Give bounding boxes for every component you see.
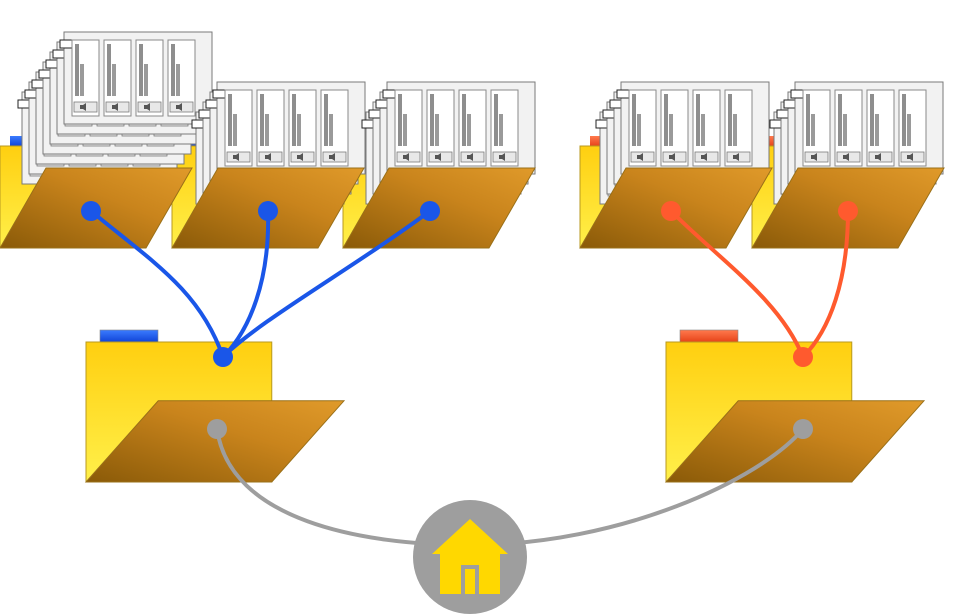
connector-line — [468, 427, 805, 547]
connector-dot — [207, 419, 227, 439]
audio-file-icon — [616, 81, 770, 175]
home-icon — [413, 500, 527, 614]
connector-dot — [793, 419, 813, 439]
audio-file-icon — [790, 81, 944, 175]
audio-file-icon — [212, 81, 366, 175]
connector-dot — [661, 201, 681, 221]
connector-line — [221, 209, 432, 359]
connector-line — [89, 209, 225, 359]
connector-line — [801, 209, 850, 359]
connector-dot — [838, 201, 858, 221]
audio-file-icon — [59, 31, 213, 125]
connector-dot — [258, 201, 278, 221]
connector-dot — [793, 347, 813, 367]
connector-line — [669, 209, 805, 359]
group-folder-red — [664, 329, 926, 483]
group-folder-blue — [84, 329, 346, 483]
connector-dot — [213, 347, 233, 367]
file-stack — [17, 31, 213, 185]
connector-dot — [81, 201, 101, 221]
connector-dot — [420, 201, 440, 221]
audio-file-icon — [382, 81, 536, 175]
